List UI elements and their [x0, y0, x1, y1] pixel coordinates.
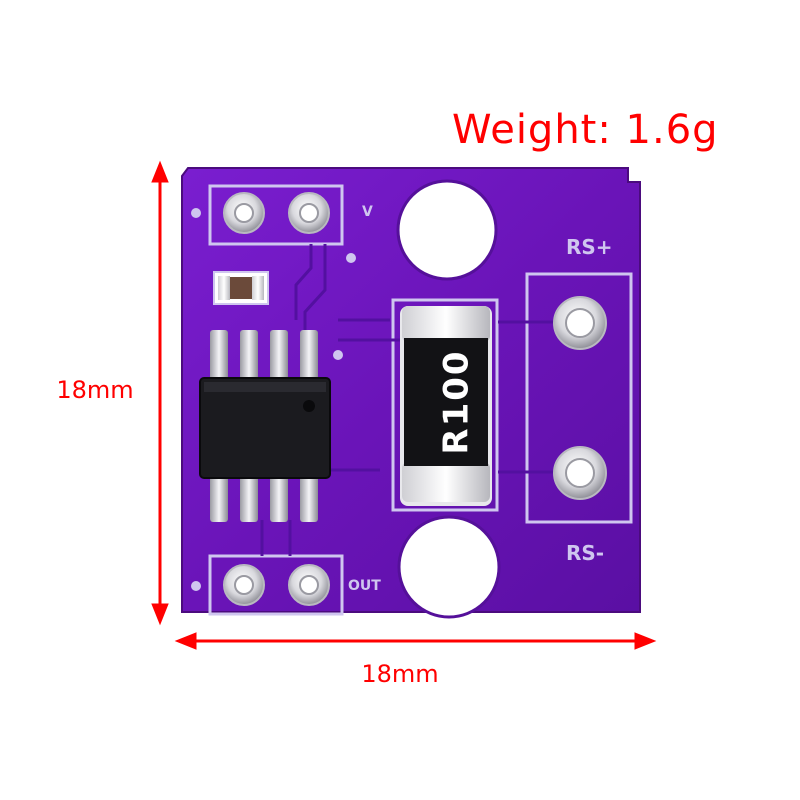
smd-capacitor — [213, 271, 269, 305]
silk-label-out: OUT — [348, 578, 381, 594]
mounting-hole-bottom — [397, 515, 501, 619]
sense-plus-pad — [553, 296, 607, 350]
pcb-board: R100 V OUT RS+ RS- — [181, 167, 641, 619]
header-pad-top-1 — [223, 192, 265, 234]
sense-minus-pad — [553, 446, 607, 500]
header-pad-bottom-1 — [223, 564, 265, 606]
height-dimension-label: 18mm — [56, 376, 134, 404]
silk-label-rs-plus: RS+ — [566, 235, 613, 259]
height-dimension-arrow — [151, 160, 169, 626]
mounting-hole-top — [396, 179, 498, 281]
width-dimension-label: 18mm — [361, 660, 439, 688]
width-dimension-arrow — [174, 632, 657, 650]
shunt-resistor: R100 — [400, 306, 492, 506]
header-pad-bottom-2 — [288, 564, 330, 606]
header-pad-top-2 — [288, 192, 330, 234]
shunt-resistor-marking: R100 — [437, 349, 477, 454]
silk-label-rs-minus: RS- — [566, 541, 604, 565]
weight-label: Weight: 1.6g — [452, 107, 719, 153]
ic-chip — [199, 330, 331, 522]
silk-label-v: V — [362, 204, 373, 220]
